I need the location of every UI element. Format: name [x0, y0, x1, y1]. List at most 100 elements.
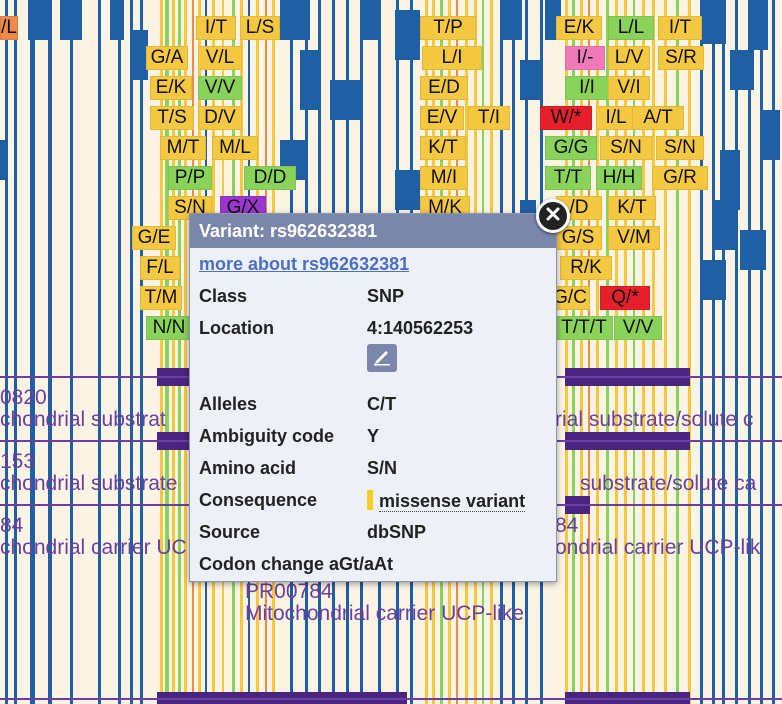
codon-box[interactable]: L/V — [608, 46, 650, 70]
variant-line[interactable] — [606, 0, 609, 704]
variant-block[interactable] — [730, 50, 754, 90]
codon-box[interactable]: E/D — [420, 76, 468, 100]
codon-box[interactable]: W/* — [540, 106, 592, 130]
codon-box[interactable]: M/L — [212, 136, 258, 160]
codon-box[interactable]: I/L — [596, 106, 636, 130]
variant-line[interactable] — [118, 0, 121, 704]
variant-block[interactable] — [110, 0, 124, 40]
codon-box[interactable]: M/I — [420, 166, 468, 190]
variant-block[interactable] — [748, 0, 768, 50]
variant-line[interactable] — [760, 0, 763, 704]
codon-box[interactable]: T/M — [140, 286, 182, 310]
codon-box[interactable]: V/M — [608, 226, 660, 250]
variant-line[interactable] — [735, 0, 738, 704]
codon-box[interactable]: D/D — [244, 166, 296, 190]
codon-box[interactable]: H/H — [596, 166, 642, 190]
codon-box[interactable]: G/E — [132, 226, 176, 250]
variant-line[interactable] — [178, 0, 181, 704]
variant-line[interactable] — [772, 0, 775, 704]
codon-box[interactable]: I/I — [565, 76, 609, 100]
variant-line[interactable] — [633, 0, 635, 704]
variant-block[interactable] — [28, 0, 48, 40]
variant-line[interactable] — [615, 0, 618, 704]
variant-block[interactable] — [300, 50, 320, 110]
codon-box[interactable]: L/L — [608, 16, 654, 40]
variant-line[interactable] — [565, 0, 568, 704]
variant-block[interactable] — [712, 200, 736, 250]
variant-line[interactable] — [160, 0, 163, 704]
variant-line[interactable] — [172, 0, 175, 704]
codon-box[interactable]: G/R — [652, 166, 708, 190]
codon-box[interactable]: T/I — [468, 106, 510, 130]
codon-box[interactable]: I/T — [196, 16, 236, 40]
codon-box[interactable]: V/I — [608, 76, 650, 100]
variant-line[interactable] — [700, 0, 703, 704]
codon-box[interactable]: L/S — [240, 16, 280, 40]
variant-block[interactable] — [700, 260, 726, 300]
codon-box[interactable]: T/T — [545, 166, 591, 190]
codon-box[interactable]: K/T — [608, 196, 656, 220]
variant-block[interactable] — [700, 0, 726, 44]
variant-line[interactable] — [184, 0, 187, 704]
codon-box[interactable]: L/I — [422, 46, 482, 70]
close-button[interactable] — [536, 199, 570, 233]
variant-block[interactable] — [60, 0, 82, 40]
codon-box[interactable]: T/P — [420, 16, 476, 40]
codon-box[interactable]: T/T/T — [555, 316, 613, 340]
codon-box[interactable]: E/K — [556, 16, 602, 40]
variant-line[interactable] — [596, 0, 599, 704]
variant-line[interactable] — [580, 0, 583, 704]
codon-box[interactable]: Q/* — [600, 286, 650, 310]
variant-block[interactable] — [0, 140, 6, 180]
variant-line[interactable] — [624, 0, 627, 704]
codon-box[interactable]: I/T — [658, 16, 702, 40]
variant-line[interactable] — [722, 0, 725, 704]
location-button[interactable] — [367, 344, 397, 372]
variant-line[interactable] — [130, 0, 133, 704]
variant-line[interactable] — [98, 0, 101, 704]
codon-box[interactable]: M/T — [160, 136, 206, 160]
codon-box[interactable]: S/N — [600, 136, 652, 160]
variant-block[interactable] — [740, 230, 766, 270]
variant-block[interactable] — [280, 0, 310, 40]
codon-box[interactable]: N/N — [146, 316, 192, 340]
variant-line[interactable] — [642, 0, 645, 704]
variant-line[interactable] — [14, 0, 17, 704]
codon-box[interactable]: V/V — [198, 76, 242, 100]
codon-box[interactable]: S/N — [656, 136, 704, 160]
variant-line[interactable] — [165, 0, 169, 704]
codon-box[interactable]: A/T — [632, 106, 684, 130]
codon-box[interactable]: V/V — [614, 316, 662, 340]
variant-line[interactable] — [572, 0, 575, 704]
variant-line[interactable] — [676, 0, 679, 704]
codon-box[interactable]: S/R — [658, 46, 704, 70]
variant-line[interactable] — [5, 0, 8, 704]
variant-block[interactable] — [330, 80, 360, 120]
consequence-text[interactable]: missense variant — [379, 491, 526, 512]
consequence-value[interactable]: missense variant — [367, 490, 526, 512]
variant-block[interactable] — [500, 0, 522, 40]
variant-line[interactable] — [664, 0, 667, 704]
codon-box[interactable]: E/K — [150, 76, 192, 100]
variant-line[interactable] — [48, 0, 52, 704]
codon-box[interactable]: P/P — [168, 166, 212, 190]
codon-box[interactable]: I/- — [565, 46, 605, 70]
codon-box[interactable]: T/S — [150, 106, 194, 130]
variant-block[interactable] — [395, 170, 420, 210]
codon-box[interactable]: /L — [0, 16, 18, 40]
codon-box[interactable]: K/T — [420, 136, 466, 160]
variant-line[interactable] — [588, 0, 590, 704]
more-about-link[interactable]: more about rs962632381 — [199, 254, 410, 274]
variant-block[interactable] — [395, 10, 420, 60]
variant-line[interactable] — [688, 0, 691, 704]
codon-box[interactable]: R/K — [560, 256, 612, 280]
variant-block[interactable] — [720, 150, 740, 210]
codon-box[interactable]: G/S — [554, 226, 602, 250]
codon-box[interactable]: E/V — [420, 106, 464, 130]
codon-box[interactable]: G/A — [146, 46, 188, 70]
variant-block[interactable] — [520, 60, 540, 100]
codon-box[interactable]: /D — [556, 196, 602, 220]
variant-line[interactable] — [712, 0, 715, 704]
variant-line[interactable] — [748, 0, 751, 704]
codon-box[interactable]: D/V — [198, 106, 242, 130]
